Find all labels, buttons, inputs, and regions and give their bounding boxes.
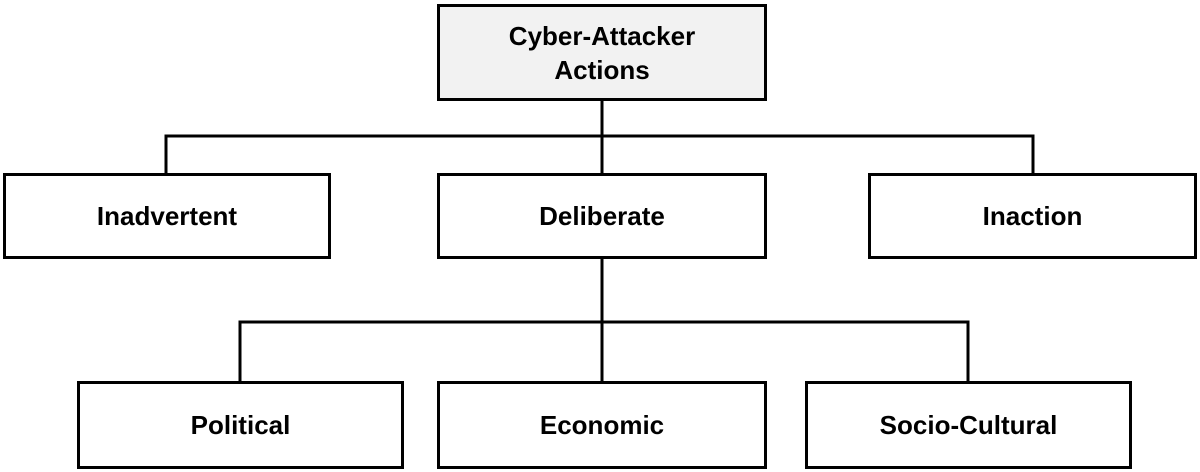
node-economic-label: Economic: [539, 410, 665, 440]
node-deliberate: Deliberate: [437, 173, 767, 259]
root-node-label: Cyber-Attacker Actions: [508, 20, 696, 85]
node-inadvertent: Inadvertent: [3, 173, 331, 259]
node-inaction: Inaction: [868, 173, 1197, 259]
node-inaction-label: Inaction: [982, 201, 1083, 231]
node-deliberate-label: Deliberate: [539, 201, 665, 231]
node-political-label: Political: [190, 410, 291, 440]
node-economic: Economic: [437, 381, 767, 469]
root-node-cyber-attacker-actions: Cyber-Attacker Actions: [437, 4, 767, 101]
node-socio-cultural: Socio-Cultural: [805, 381, 1132, 469]
node-political: Political: [77, 381, 404, 469]
node-inadvertent-label: Inadvertent: [96, 201, 238, 231]
node-socio-cultural-label: Socio-Cultural: [879, 410, 1058, 440]
